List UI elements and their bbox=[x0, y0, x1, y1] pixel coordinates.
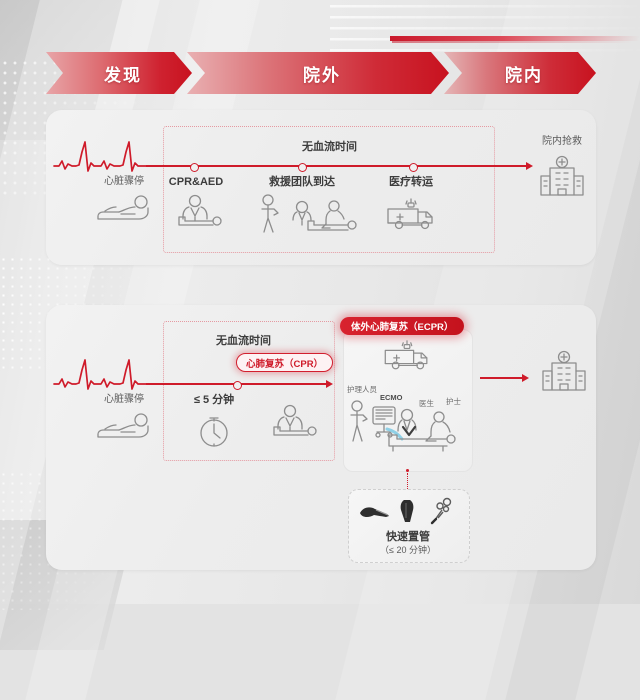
cpr-compression-icon bbox=[178, 194, 222, 226]
node-label: 医疗转运 bbox=[389, 176, 433, 188]
banner-step-out-of-hospital[interactable]: 院外 bbox=[187, 52, 449, 94]
ambulance-icon bbox=[384, 340, 428, 370]
no-flow-time-title-top: 无血流时间 bbox=[302, 141, 357, 153]
ecpr-staff-label-nurse-aide: 护理人员 bbox=[347, 385, 377, 394]
timeline-arrow-bottom bbox=[326, 379, 333, 388]
no-flow-time-title-bottom: 无血流时间 bbox=[216, 335, 271, 347]
node-label: 心脏骤停 bbox=[104, 176, 144, 187]
banner-step-discovery[interactable]: 发现 bbox=[46, 52, 192, 94]
guidewire-icon bbox=[430, 497, 452, 525]
ecpr-staff-label-ecmo: ECMO bbox=[380, 393, 403, 402]
timeline-node-dot-cpr-aed[interactable] bbox=[190, 162, 199, 172]
banner-step-label: 发现 bbox=[104, 65, 142, 85]
ecpr-staff-label-doctor: 医生 bbox=[419, 399, 434, 408]
node-label: 心脏骤停 bbox=[104, 394, 144, 405]
node-cpr-aed[interactable]: CPR&AED bbox=[159, 172, 233, 229]
timeline-node-dot-rescue-team[interactable] bbox=[298, 162, 307, 172]
node-five-minute-window[interactable]: ≤ 5 分钟 bbox=[179, 390, 249, 449]
collapsed-person-icon bbox=[97, 195, 149, 220]
rapid-cannulation-subtitle: （≤ 20 分钟） bbox=[380, 545, 436, 555]
ambulance-icon bbox=[387, 198, 433, 230]
node-label: ≤ 5 分钟 bbox=[193, 394, 235, 406]
hospital-icon bbox=[540, 155, 584, 196]
banner-step-label: 院外 bbox=[303, 65, 341, 85]
node-label: CPR&AED bbox=[168, 176, 224, 188]
rescue-team-icon bbox=[261, 194, 357, 233]
node-in-hospital-resuscitation[interactable]: 院内抢救 bbox=[531, 132, 593, 199]
background-red-accent-line bbox=[390, 36, 640, 41]
timeline-node-dot-transport[interactable] bbox=[409, 162, 418, 172]
ecg-waveform-top bbox=[53, 141, 171, 172]
no-flow-time-box-top bbox=[163, 126, 495, 253]
stage-banner: 发现 院外 院内 bbox=[46, 52, 596, 94]
ecpr-team-scene-icon bbox=[350, 400, 456, 452]
rapid-cannulation-title: 快速置管 bbox=[386, 531, 430, 543]
ecg-waveform-bottom bbox=[53, 359, 171, 390]
node-cardiac-arrest-bottom[interactable]: 心脏骤停 bbox=[74, 390, 174, 441]
node-rescue-team[interactable]: 救援团队到达 bbox=[256, 172, 357, 236]
hospital-icon bbox=[542, 350, 586, 391]
infographic-stage: 发现 院外 院内 无血流时间 心脏骤停 bbox=[0, 0, 640, 650]
connector-line bbox=[407, 473, 408, 489]
node-label: 院内抢救 bbox=[542, 136, 582, 147]
timeline-track-top bbox=[146, 165, 528, 167]
cpr-compression-icon bbox=[273, 404, 317, 436]
connector-dot bbox=[406, 469, 409, 472]
ecpr-card bbox=[343, 329, 473, 472]
background-red-accent-line-2 bbox=[392, 41, 632, 43]
background-square-pattern bbox=[330, 0, 640, 52]
timeline-arrow-top bbox=[526, 161, 533, 170]
timeline-arrow-to-hospital bbox=[522, 373, 529, 382]
cannula-icon bbox=[360, 507, 389, 518]
dilator-icon bbox=[400, 500, 414, 522]
banner-step-in-hospital[interactable]: 院内 bbox=[444, 52, 596, 94]
node-medical-transport[interactable]: 医疗转运 bbox=[381, 172, 441, 233]
node-label: 救援团队到达 bbox=[269, 176, 335, 188]
no-flow-time-box-bottom bbox=[163, 321, 335, 461]
node-cpr-bottom[interactable] bbox=[256, 397, 326, 439]
timeline-node-dot-cpr[interactable] bbox=[233, 380, 242, 390]
banner-step-label: 院内 bbox=[505, 65, 543, 85]
panel-conventional-pathway: 无血流时间 心脏骤停 CPR&AED bbox=[46, 110, 596, 265]
panel-ecpr-pathway: 无血流时间 心肺复苏（CPR） 心脏骤停 bbox=[46, 305, 596, 570]
clock-icon bbox=[200, 417, 228, 447]
timeline-track-to-hospital bbox=[480, 377, 524, 379]
collapsed-person-icon bbox=[97, 413, 149, 438]
ecpr-badge[interactable]: 体外心肺复苏（ECPR） bbox=[340, 317, 465, 335]
node-cardiac-arrest-top[interactable]: 心脏骤停 bbox=[74, 172, 174, 223]
cpr-badge[interactable]: 心肺复苏（CPR） bbox=[236, 353, 334, 372]
node-hospital-bottom[interactable] bbox=[533, 350, 595, 394]
ecpr-staff-label-nurse: 护士 bbox=[446, 397, 461, 406]
